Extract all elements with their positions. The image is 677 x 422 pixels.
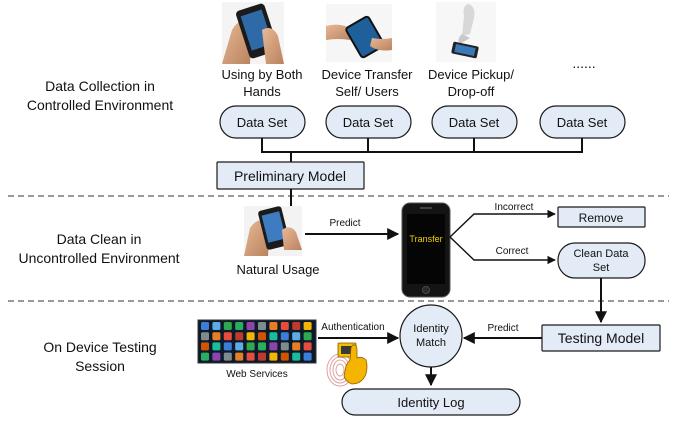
app-tile-icon bbox=[246, 342, 255, 351]
app-tile-icon bbox=[292, 332, 301, 341]
scenario-label-1b: Hands bbox=[243, 84, 281, 99]
natural-usage-photo bbox=[244, 206, 302, 256]
incorrect-branch bbox=[449, 209, 556, 238]
testing-model-label: Testing Model bbox=[558, 330, 644, 346]
data-set-label-2: Data Set bbox=[343, 115, 394, 130]
preliminary-model-node: Preliminary Model bbox=[216, 161, 365, 190]
app-tile-icon bbox=[201, 322, 209, 330]
app-tile-icon bbox=[212, 332, 221, 341]
identity-match-label-2: Match bbox=[416, 337, 446, 349]
section-label-testing-2: Session bbox=[75, 358, 125, 374]
correct-branch bbox=[449, 236, 556, 265]
app-tile-icon bbox=[235, 342, 244, 351]
app-tile-icon bbox=[269, 322, 278, 330]
data-set-node-4: Data Set bbox=[539, 105, 626, 139]
app-tile-icon bbox=[269, 332, 278, 341]
app-tile-icon bbox=[201, 352, 209, 361]
app-tile-icon bbox=[258, 342, 266, 351]
scenario-label-3b: Drop-off bbox=[448, 84, 495, 99]
app-tile-icon bbox=[303, 332, 312, 341]
fingerprint-touch-icon bbox=[326, 342, 368, 387]
app-tile-icon bbox=[280, 332, 289, 341]
device-pickup-photo bbox=[436, 2, 496, 62]
identity-log-label: Identity Log bbox=[397, 395, 464, 410]
incorrect-label: Incorrect bbox=[495, 202, 534, 213]
app-tile-icon bbox=[201, 332, 209, 341]
app-tile-icon bbox=[258, 332, 266, 341]
identity-match-label-1: Identity bbox=[413, 323, 449, 335]
data-set-node-1: Data Set bbox=[219, 105, 306, 139]
device-transfer-photo bbox=[326, 4, 392, 62]
app-tile-icon bbox=[280, 322, 289, 330]
hands-phone-photo bbox=[222, 2, 284, 64]
predict-label-1: Predict bbox=[329, 218, 360, 229]
app-tile-icon bbox=[303, 342, 312, 351]
predict-label-2: Predict bbox=[487, 323, 518, 334]
app-tile-icon bbox=[235, 332, 244, 341]
app-tile-icon bbox=[303, 322, 312, 330]
app-tile-icon bbox=[246, 322, 255, 330]
app-tile-icon bbox=[201, 342, 209, 351]
data-set-label-1: Data Set bbox=[237, 115, 288, 130]
remove-node: Remove bbox=[557, 206, 646, 228]
app-tile-icon bbox=[269, 342, 278, 351]
data-set-node-3: Data Set bbox=[431, 105, 518, 139]
clean-data-set-label-2: Set bbox=[593, 262, 610, 274]
app-tile-icon bbox=[212, 352, 221, 361]
data-set-label-3: Data Set bbox=[449, 115, 500, 130]
scenario-label-2a: Device Transfer bbox=[321, 67, 413, 82]
app-tile-icon bbox=[258, 352, 266, 361]
app-tile-icon bbox=[292, 322, 301, 330]
correct-label: Correct bbox=[496, 246, 529, 257]
app-tile-icon bbox=[280, 352, 289, 361]
section-label-clean-1: Data Clean in bbox=[57, 231, 142, 247]
app-tile-icon bbox=[212, 342, 221, 351]
app-tile-icon bbox=[223, 332, 232, 341]
app-tile-icon bbox=[280, 342, 289, 351]
data-set-node-2: Data Set bbox=[325, 105, 412, 139]
smartphone-icon: Transfer bbox=[401, 202, 451, 298]
section-label-testing-1: On Device Testing bbox=[43, 339, 156, 355]
section-label-clean-2: Uncontrolled Environment bbox=[18, 250, 179, 266]
web-services-grid-icon bbox=[197, 319, 317, 364]
app-tile-icon bbox=[246, 352, 255, 361]
identity-log-node: Identity Log bbox=[341, 388, 521, 416]
clean-data-set-node: Clean Data Set bbox=[557, 242, 646, 279]
identity-match-node: Identity Match bbox=[399, 304, 463, 368]
app-tile-icon bbox=[235, 322, 244, 330]
app-tile-icon bbox=[223, 352, 232, 361]
app-tile-icon bbox=[212, 322, 221, 330]
app-tile-icon bbox=[292, 342, 301, 351]
natural-usage-label: Natural Usage bbox=[236, 262, 319, 277]
web-services-label: Web Services bbox=[226, 369, 288, 380]
app-tile-icon bbox=[246, 332, 255, 341]
clean-data-set-label-1: Clean Data bbox=[573, 248, 629, 260]
app-tile-icon bbox=[223, 322, 232, 330]
authentication-label: Authentication bbox=[321, 322, 384, 333]
app-tile-icon bbox=[223, 342, 232, 351]
merge-connectors bbox=[261, 138, 583, 162]
testing-model-node: Testing Model bbox=[541, 324, 661, 352]
app-tile-icon bbox=[292, 352, 301, 361]
scenario-label-3a: Device Pickup/ bbox=[428, 67, 514, 82]
scenario-label-1a: Using by Both bbox=[222, 67, 303, 82]
data-set-label-4: Data Set bbox=[557, 115, 608, 130]
section-label-collection-2: Controlled Environment bbox=[27, 97, 173, 113]
scenario-label-2b: Self/ Users bbox=[335, 84, 399, 99]
scenario-label-more: ...... bbox=[572, 55, 595, 71]
phone-screen-text: Transfer bbox=[409, 234, 442, 244]
app-tile-icon bbox=[258, 322, 266, 330]
section-label-collection-1: Data Collection in bbox=[45, 78, 155, 94]
app-tile-icon bbox=[235, 352, 244, 361]
app-tile-icon bbox=[303, 352, 312, 361]
app-tile-icon bbox=[269, 352, 278, 361]
preliminary-model-label: Preliminary Model bbox=[234, 168, 346, 184]
remove-label: Remove bbox=[579, 211, 624, 225]
